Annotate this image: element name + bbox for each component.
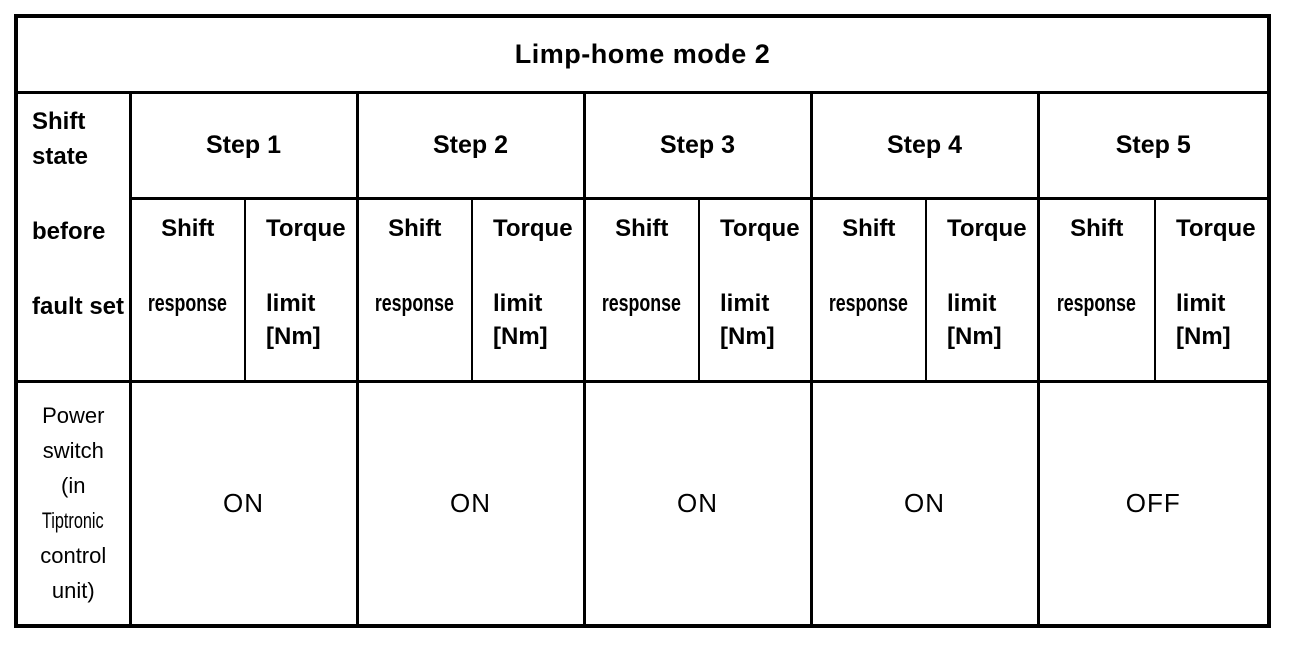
step-1-torque-limit-header: Torque limit [Nm] — [244, 198, 357, 383]
step-1-shift-response-header: Shift response — [128, 198, 245, 383]
step-4-torque-limit-header: Torque limit [Nm] — [925, 198, 1038, 383]
step-2-shift-response-header: Shift response — [355, 198, 472, 383]
response-label: response — [148, 289, 228, 317]
limit-label: limit — [1176, 289, 1226, 317]
step-2-header: Step 2 — [355, 92, 584, 200]
shift-label: Shift — [161, 214, 215, 242]
power-switch-row-header: Power switch (in Tiptronic control unit) — [16, 381, 130, 626]
corner-header-cell: Shift state before fault set — [16, 92, 130, 383]
limit-label: limit — [493, 289, 543, 317]
shift-label: Shift — [1070, 214, 1124, 242]
response-label: response — [1057, 289, 1137, 317]
limit-label: limit — [947, 289, 997, 317]
power-switch-value-step-2: ON — [355, 381, 584, 626]
power-switch-value-step-4: ON — [809, 381, 1038, 626]
corner-header-line-fault-set: fault set — [32, 292, 125, 320]
torque-label: Torque — [266, 214, 346, 242]
row-header-line: Tiptronic — [42, 508, 105, 534]
response-label: response — [602, 289, 682, 317]
torque-label: Torque — [720, 214, 800, 242]
power-switch-value-step-1: ON — [128, 381, 357, 626]
row-header-line: unit) — [51, 578, 95, 604]
row-header-line: (in — [61, 473, 86, 499]
shift-label: Shift — [615, 214, 669, 242]
row-header-line: switch — [42, 438, 104, 464]
row-header-line: Power — [42, 403, 105, 429]
torque-label: Torque — [493, 214, 573, 242]
step-4-shift-response-header: Shift response — [809, 198, 926, 383]
corner-header-line-shift-state: Shift state — [32, 107, 89, 170]
step-4-header: Step 4 — [809, 92, 1038, 200]
step-3-shift-response-header: Shift response — [582, 198, 699, 383]
nm-unit-label: [Nm] — [266, 322, 321, 350]
step-5-torque-limit-header: Torque limit [Nm] — [1154, 198, 1269, 383]
nm-unit-label: [Nm] — [493, 322, 548, 350]
limit-label: limit — [266, 289, 316, 317]
step-3-header: Step 3 — [582, 92, 811, 200]
corner-header-line-before: before — [32, 217, 106, 245]
limp-home-mode-table: Limp-home mode 2 Shift state before faul… — [14, 14, 1271, 628]
response-label: response — [375, 289, 455, 317]
step-5-shift-response-header: Shift response — [1036, 198, 1155, 383]
limit-label: limit — [720, 289, 770, 317]
step-2-torque-limit-header: Torque limit [Nm] — [471, 198, 584, 383]
shift-label: Shift — [388, 214, 442, 242]
step-5-header: Step 5 — [1036, 92, 1269, 200]
nm-unit-label: [Nm] — [1176, 322, 1231, 350]
step-3-torque-limit-header: Torque limit [Nm] — [698, 198, 811, 383]
nm-unit-label: [Nm] — [947, 322, 1002, 350]
shift-label: Shift — [842, 214, 896, 242]
table-title: Limp-home mode 2 — [16, 16, 1269, 94]
power-switch-value-step-3: ON — [582, 381, 811, 626]
row-header-line: control — [40, 543, 107, 569]
step-1-header: Step 1 — [128, 92, 357, 200]
response-label: response — [829, 289, 909, 317]
power-switch-value-step-5: OFF — [1036, 381, 1269, 626]
torque-label: Torque — [947, 214, 1027, 242]
torque-label: Torque — [1176, 214, 1256, 242]
nm-unit-label: [Nm] — [720, 322, 775, 350]
